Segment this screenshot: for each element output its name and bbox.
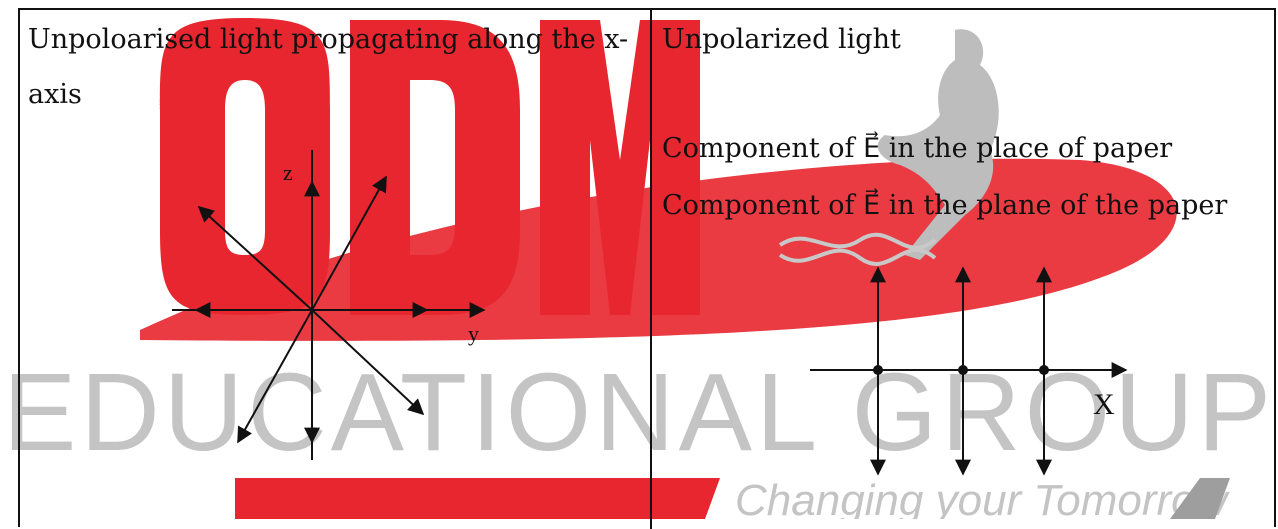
e-components-diagram — [810, 268, 1126, 474]
unpolarised-light-diagram — [172, 150, 484, 460]
arrow-upper-right — [312, 177, 386, 310]
dot-1 — [873, 365, 883, 375]
arrow-upper-left — [199, 207, 312, 310]
x-axis-label: X — [1093, 388, 1115, 421]
z-axis-label: z — [283, 160, 293, 185]
y-axis-label: y — [468, 321, 479, 346]
dot-3 — [1039, 365, 1049, 375]
arrow-lower-right — [312, 310, 423, 414]
arrow-lower-left — [238, 310, 312, 442]
dot-2 — [958, 365, 968, 375]
